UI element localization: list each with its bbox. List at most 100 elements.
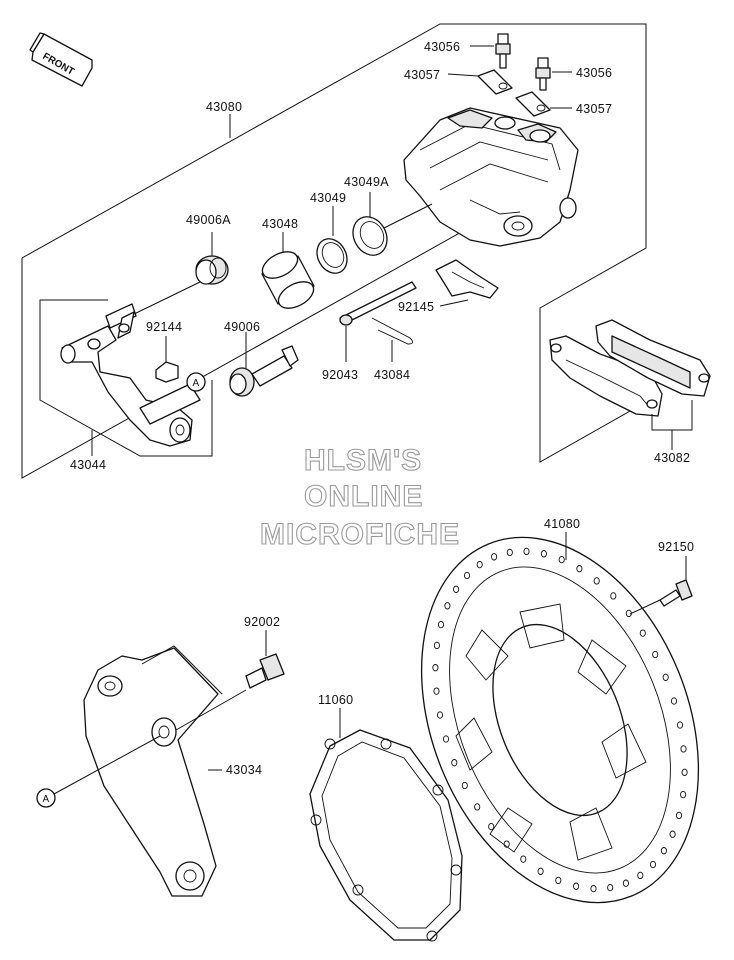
bleeder-valve-43056a	[470, 33, 511, 69]
disc-hole	[503, 840, 510, 848]
watermark-line2: ONLINE	[304, 480, 423, 513]
label-43082: 43082	[654, 451, 690, 465]
label-43056a: 43056	[424, 40, 460, 54]
cap-43057b	[515, 91, 572, 117]
pin-92043	[339, 281, 417, 362]
disc-hole	[537, 867, 544, 875]
disc-hole	[622, 879, 629, 887]
label-92145: 92145	[398, 300, 434, 314]
caliper-body	[403, 107, 579, 247]
disc-hole	[590, 884, 597, 893]
label-43049A: 43049A	[344, 175, 389, 189]
disc-hole	[540, 550, 547, 558]
clip-43084	[371, 317, 413, 362]
bleeder-valve-43056b	[535, 57, 572, 91]
disc-hole	[506, 548, 513, 557]
disc-hole	[675, 811, 683, 820]
bracket-43034	[83, 645, 247, 897]
bolt-92002	[245, 630, 285, 689]
pin-guide-line	[129, 281, 201, 317]
caliper-assembly-outline	[21, 23, 647, 479]
watermark-line3: MICROFICHE	[260, 518, 460, 551]
seal-43049	[316, 238, 348, 274]
label-43080: 43080	[206, 100, 242, 114]
disc-hole	[610, 592, 617, 600]
label-41080: 41080	[544, 517, 580, 531]
disc-hole	[488, 822, 495, 831]
label-92002: 92002	[244, 615, 280, 629]
disc-hole	[442, 735, 450, 743]
label-43034: 43034	[226, 763, 262, 777]
boot-49006A	[195, 255, 229, 285]
marker-a1-text: A	[193, 378, 200, 389]
label-49006A: 49006A	[186, 213, 231, 227]
brake-disc-41080	[420, 532, 700, 904]
disc-hole	[652, 650, 659, 659]
disc-hole	[474, 803, 481, 811]
bracket-43044	[60, 303, 201, 447]
disc-hole	[662, 673, 669, 681]
disc-hole	[558, 555, 565, 564]
disc-hole	[433, 687, 440, 695]
spring-92145	[435, 259, 499, 307]
watermark: HLSM'S ONLINE MICROFICHE	[259, 443, 460, 551]
disc-hole	[649, 860, 657, 869]
disc-hole	[451, 759, 458, 767]
disc-hole	[573, 882, 580, 890]
label-92150: 92150	[658, 540, 694, 554]
brake-pads-43082	[549, 319, 711, 450]
caliper-guide-line	[383, 203, 433, 229]
part-labels: 43056 43056 43057 43057 43080 43049A 430…	[70, 40, 694, 777]
disc-hole	[681, 768, 688, 776]
disc-hole	[555, 876, 562, 885]
label-92144: 92144	[146, 320, 182, 334]
reference-marker-a2: A	[36, 735, 161, 808]
label-43049: 43049	[310, 191, 346, 205]
boot-49006	[229, 332, 299, 397]
disc-hole	[593, 577, 600, 585]
label-43057a: 43057	[404, 68, 440, 82]
label-43048: 43048	[262, 217, 298, 231]
disc-hole	[476, 560, 483, 569]
disc-hole	[639, 629, 646, 637]
label-11060: 11060	[318, 693, 353, 707]
label-92043: 92043	[322, 368, 358, 382]
disc-hole	[676, 721, 684, 729]
seal-43049A	[352, 216, 388, 256]
disc-hole	[680, 790, 687, 799]
disc-hole	[680, 745, 687, 753]
disc-hole	[444, 602, 451, 610]
disc-hole	[576, 565, 583, 573]
front-arrow-icon: FRONT	[29, 32, 93, 87]
disc-hole	[669, 830, 676, 838]
disc-hole	[670, 697, 678, 705]
disc-hole	[520, 855, 527, 863]
disc-hole	[461, 781, 468, 790]
cap-43057a	[447, 69, 513, 95]
label-43084: 43084	[374, 368, 410, 382]
label-43057b: 43057	[576, 102, 612, 116]
disc-hole	[433, 641, 440, 650]
bracket-group-outline	[39, 299, 213, 457]
disc-hole	[660, 847, 667, 855]
bolt-92150	[629, 556, 693, 615]
clip-92144	[155, 336, 179, 383]
watermark-line1: HLSM'S	[304, 444, 422, 477]
disc-hole	[432, 664, 439, 672]
disc-hole	[491, 553, 498, 561]
reference-marker-a1: A	[186, 372, 206, 392]
disc-hole	[437, 620, 445, 629]
label-43044: 43044	[70, 458, 106, 472]
disc-hole	[637, 871, 644, 880]
piston-43048	[261, 251, 315, 309]
disc-hole	[453, 585, 460, 593]
disc-hole	[607, 883, 614, 892]
label-49006: 49006	[224, 320, 260, 334]
disc-hole	[436, 711, 444, 719]
marker-a2-text: A	[43, 794, 50, 805]
label-43056b: 43056	[576, 66, 612, 80]
disc-hole	[463, 571, 471, 580]
disc-hole	[523, 547, 530, 556]
gasket-11060	[309, 708, 463, 942]
